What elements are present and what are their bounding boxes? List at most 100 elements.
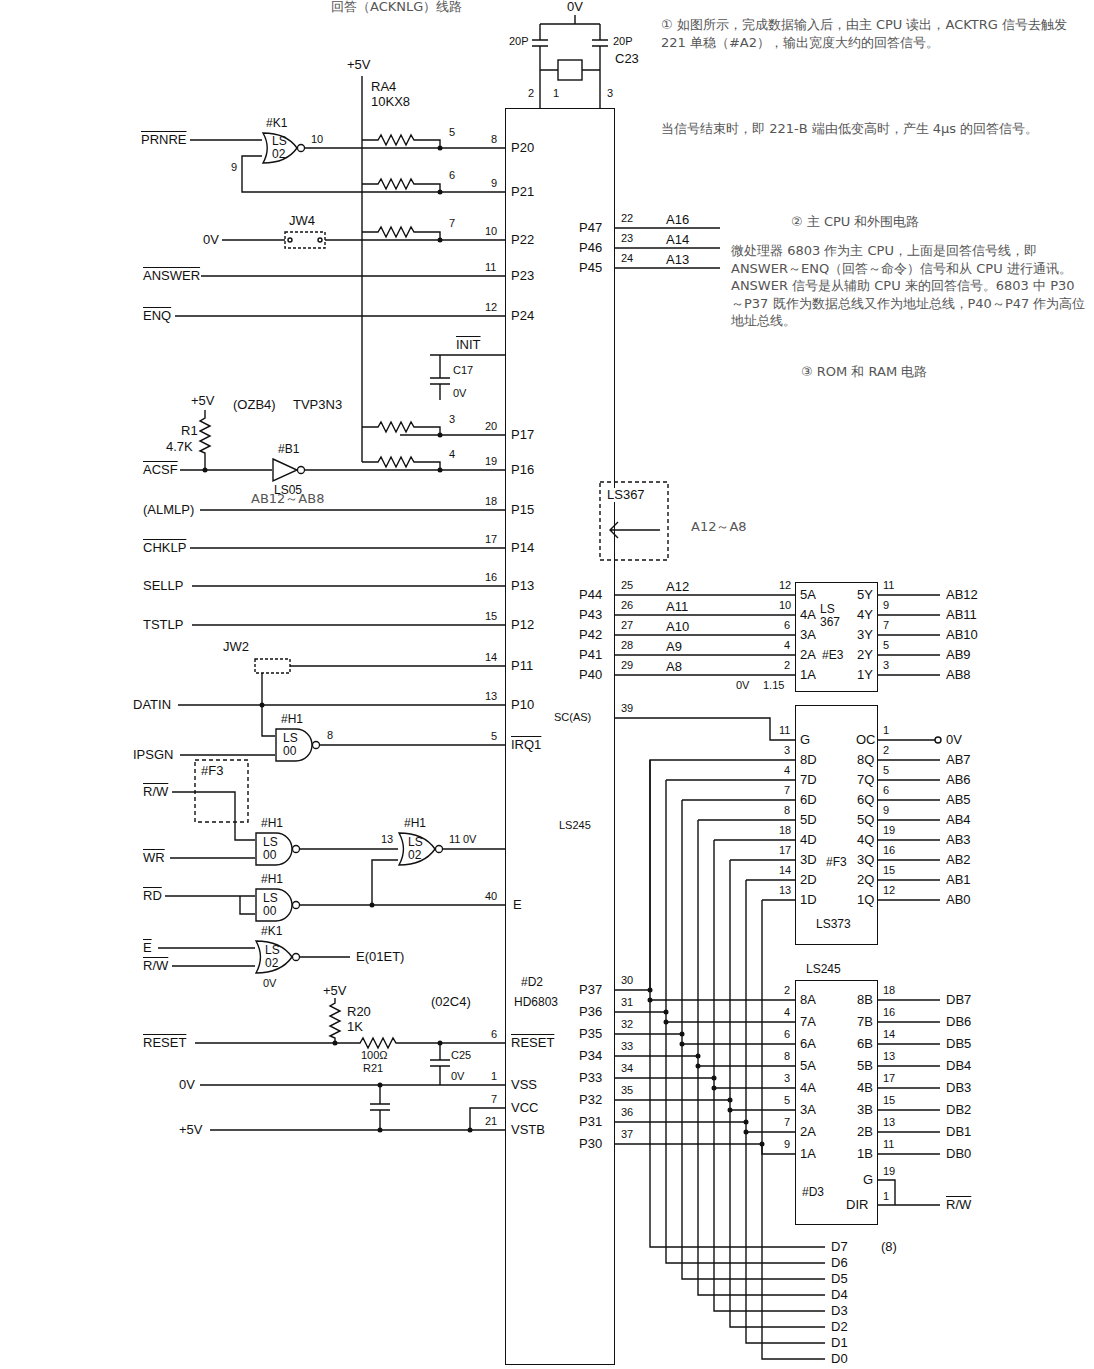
signal-label: 21 [484, 1116, 498, 1128]
signal-label: ACSF [142, 463, 179, 477]
signal-label: 5 [783, 1095, 791, 1107]
signal-label: 2A [799, 648, 817, 662]
signal-label: 9 [882, 600, 890, 612]
gate-label: LS 00 [263, 836, 287, 862]
signal-label: 40 [484, 891, 498, 903]
signal-label: 27 [620, 620, 634, 632]
signal-label: 16 [882, 1007, 896, 1019]
signal-label: 19 [484, 456, 498, 468]
signal-label: 1 [552, 88, 560, 100]
bleed-through-text: 回答（ACKNLG）线路 [330, 0, 463, 14]
signal-label: P22 [510, 233, 535, 247]
signal-label: P23 [510, 269, 535, 283]
signal-label: 0V [735, 680, 750, 692]
signal-label: 3D [799, 853, 818, 867]
signal-label: 6 [490, 1029, 498, 1041]
signal-label: A14 [665, 233, 690, 247]
signal-label: DB5 [945, 1037, 972, 1051]
signal-label: SC(AS) [553, 712, 592, 724]
signal-label: 0V [452, 388, 467, 400]
inverter-package-outline [195, 760, 248, 822]
signal-label: D2 [830, 1320, 849, 1334]
gate-label: LS 02 [265, 944, 289, 970]
signal-label: 1A [799, 668, 817, 682]
signal-label: P45 [578, 261, 603, 275]
logic-gate: #H1LS 00 [255, 832, 300, 866]
signal-label: 33 [620, 1041, 634, 1053]
signal-label: 17 [484, 534, 498, 546]
signal-label: 18 [484, 496, 498, 508]
signal-label: DB7 [945, 993, 972, 1007]
signal-label: 0V [566, 0, 584, 14]
signal-label: 5Y [856, 588, 874, 602]
signal-label: P24 [510, 309, 535, 323]
signal-label: P36 [578, 1005, 603, 1019]
signal-label: JW2 [222, 640, 250, 654]
signal-label: TVP3N3 [292, 398, 343, 412]
signal-label: R/W [142, 785, 169, 799]
signal-label: 5A [799, 588, 817, 602]
signal-label: 25 [620, 580, 634, 592]
signal-label: 8D [799, 753, 818, 767]
signal-label: RESET [142, 1036, 187, 1050]
signal-label: P43 [578, 608, 603, 622]
signal-label: +5V [178, 1123, 204, 1137]
crystal-symbol [558, 60, 582, 80]
wire-connector [300, 904, 505, 905]
signal-label: 14 [882, 1029, 896, 1041]
signal-label: DB6 [945, 1015, 972, 1029]
signal-label: 5 [448, 127, 456, 139]
signal-label: ANSWER [142, 269, 201, 283]
signal-label: P20 [510, 141, 535, 155]
gate-label: #H1 [261, 817, 283, 830]
signal-label: P21 [510, 185, 535, 199]
signal-label: 26 [620, 600, 634, 612]
signal-label: 13 [882, 1051, 896, 1063]
signal-label: ENQ [142, 309, 172, 323]
signal-label: 7Q [856, 773, 875, 787]
signal-label: 5D [799, 813, 818, 827]
jumper-pin [318, 238, 322, 242]
signal-label: 1Y [856, 668, 874, 682]
signal-label: A13 [665, 253, 690, 267]
signal-label: DB1 [945, 1125, 972, 1139]
signal-label: 6 [783, 1029, 791, 1041]
signal-label: 15 [484, 611, 498, 623]
signal-label: DATIN [132, 698, 172, 712]
ground-terminal [935, 737, 941, 743]
wire-group [158, 15, 941, 1359]
signal-label: 17 [778, 845, 792, 857]
signal-label: 20 [484, 421, 498, 433]
signal-label: 0V [945, 733, 963, 747]
signal-label: TSTLP [142, 618, 184, 632]
signal-label: 8 [783, 805, 791, 817]
left-wires [158, 76, 505, 1130]
signal-label: P12 [510, 618, 535, 632]
signal-label: D3 [830, 1304, 849, 1318]
chip-label: LS245 [806, 963, 841, 976]
signal-label: 100Ω [360, 1050, 389, 1062]
signal-label: 0V [462, 834, 477, 846]
signal-label: C23 [614, 52, 640, 66]
signal-label: 20P [612, 36, 634, 48]
signal-label: 16 [484, 572, 498, 584]
signal-label: 3 [606, 88, 614, 100]
signal-label: 6B [856, 1037, 874, 1051]
signal-label: A10 [665, 620, 690, 634]
signal-label: P32 [578, 1093, 603, 1107]
signal-label: 6D [799, 793, 818, 807]
signal-label: 1K [346, 1020, 364, 1034]
signal-label: D7 [830, 1240, 849, 1254]
logic-gate: #H1LS 00 [275, 728, 320, 762]
gate-label: #K1 [266, 117, 287, 130]
signal-label: DB0 [945, 1147, 972, 1161]
signal-label: 1Q [856, 893, 875, 907]
ic-chip: #D2HD6803 [505, 108, 615, 1365]
signal-label: 1 [882, 1191, 890, 1203]
signal-label: 13 [882, 1117, 896, 1129]
signal-label: 19 [882, 1166, 896, 1178]
signal-label: 4D [799, 833, 818, 847]
signal-label: SELLP [142, 579, 184, 593]
signal-label: RA4 [370, 80, 397, 94]
